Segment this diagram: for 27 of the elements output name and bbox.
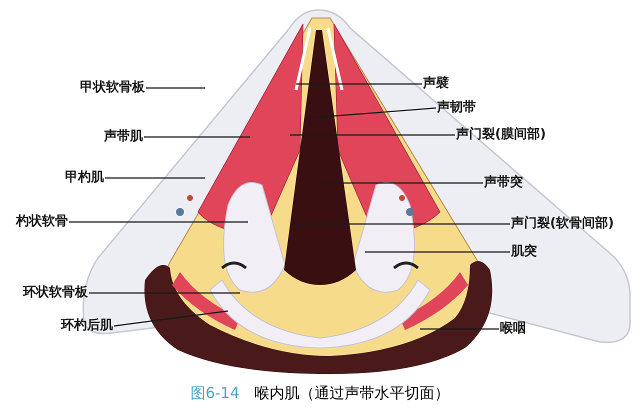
part-label: 环杓后肌 [61, 316, 113, 336]
part-label: 甲杓肌 [65, 168, 104, 188]
part-label: 肌突 [511, 242, 537, 262]
leader-line [296, 83, 422, 85]
leader-line [308, 107, 436, 119]
part-label: 声门裂(膜间部) [456, 125, 546, 145]
part-label: 杓状软骨 [16, 212, 68, 232]
leader-line [105, 177, 205, 179]
figure-caption: 图6-14 喉内肌（通过声带水平切面） [189, 384, 451, 403]
part-label: 声韧带 [437, 98, 476, 118]
part-label: 声襞 [423, 74, 449, 94]
part-label: 声门裂(软骨间部) [511, 214, 614, 234]
leader-line [144, 136, 250, 138]
leader-line [316, 182, 483, 184]
part-label: 喉咽 [500, 319, 526, 339]
leader-line [420, 328, 499, 330]
leader-line [69, 221, 248, 223]
part-label: 甲状软骨板 [80, 78, 145, 98]
part-label: 声带肌 [104, 127, 143, 147]
leader-line [365, 251, 510, 253]
part-label: 声带突 [484, 173, 523, 193]
leader-line [114, 310, 228, 327]
leader-line [89, 292, 240, 294]
leader-line [146, 87, 205, 89]
leader-line [290, 134, 455, 136]
part-label: 环状软骨板 [23, 283, 88, 303]
leader-line [295, 223, 510, 225]
